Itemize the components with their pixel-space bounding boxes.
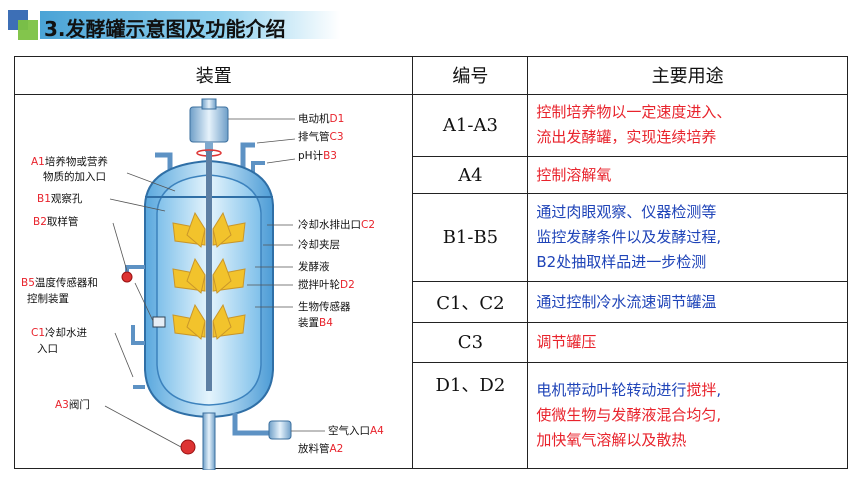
title-bar: 3.发酵罐示意图及功能介绍: [0, 8, 860, 42]
use-cell: 控制培养物以一定速度进入、流出发酵罐，实现连续培养: [527, 93, 848, 158]
use-cell: 控制溶解氧: [527, 156, 848, 194]
code-cell: A1-A3: [412, 93, 529, 158]
use-text: 控制培养物以一定速度进入、: [536, 103, 732, 122]
table-row: B1-B5 通过肉眼观察、仪器检测等监控发酵条件以及发酵过程, B2处抽取样品进一…: [15, 192, 848, 283]
page-title: 3.发酵罐示意图及功能介绍: [44, 17, 286, 41]
code-cell: C1、C2: [412, 281, 529, 323]
motor: [189, 106, 229, 143]
label-window-b1: B1观察孔: [37, 192, 83, 205]
use-line: 通过肉眼观察、仪器检测等: [536, 200, 847, 225]
use-cell: 电机带动叶轮转动进行搅拌, 使微生物与发酵液混合均匀, 加快氧气溶解以及散热: [527, 362, 848, 469]
table-row: A4 控制溶解氧: [15, 156, 848, 194]
label-ph-b3: pH计B3: [298, 149, 337, 162]
impeller-2: [172, 257, 246, 294]
label-motor-d1: 电动机D1: [298, 112, 345, 125]
use-text: 流出发酵罐，实现连续培养: [536, 128, 717, 147]
impeller-3: [172, 303, 246, 340]
use-text: 控制溶解氧: [536, 165, 612, 184]
label-temp-b5: B5温度传感器和: [21, 276, 98, 289]
table-row: C3 调节罐压: [15, 321, 848, 364]
label-inlet-c1: C1冷却水进: [31, 326, 88, 339]
function-table: 装置 编号 主要用途: [13, 56, 848, 470]
use-text: 使微生物与发酵液混合均匀,: [536, 406, 722, 425]
air-pump: [268, 420, 292, 440]
code-cell: D1、D2: [412, 362, 529, 469]
label-broth: 发酵液: [298, 260, 330, 273]
code-cell: B1-B5: [412, 192, 529, 283]
label-discharge-a2: 放料管A2: [298, 442, 344, 455]
use-text: 调节罐压: [536, 333, 597, 352]
use-text: 电机带动叶轮转动进行: [536, 381, 687, 400]
use-cell: 通过肉眼观察、仪器检测等监控发酵条件以及发酵过程, B2处抽取样品进一步检测: [527, 192, 848, 283]
use-text: 搅拌: [686, 381, 717, 400]
label-sample-b2: B2取样管: [33, 215, 79, 228]
use-cell: 通过控制冷水流速调节罐温: [527, 281, 848, 323]
header-code: 编号: [412, 56, 529, 95]
title-decoration-green: [18, 20, 38, 40]
label-temp-b5-line2: 控制装置: [27, 292, 69, 305]
use-text: 通过肉眼观察、仪器检测等: [536, 203, 717, 222]
label-outlet-c2: 冷却水排出口C2: [298, 218, 376, 231]
use-line: 使微生物与发酵液混合均匀,: [536, 403, 847, 428]
label-valve-a3: A3阀门: [55, 398, 90, 411]
use-line: 通过控制冷水流速调节罐温: [536, 290, 847, 315]
label-exhaust-c3: 排气管C3: [298, 130, 344, 143]
header-device: 装置: [13, 56, 414, 95]
table-row: 电动机D1 排气管C3 pH计B3 A1培养物或营养 物质的加入口 B1观察孔 …: [13, 93, 848, 470]
label-sensor-b4-line2: 装置B4: [298, 316, 333, 329]
use-text: B2处抽取样品进一步检测: [536, 253, 707, 272]
use-line: 监控发酵条件以及发酵过程,: [536, 225, 847, 250]
use-cell: 调节罐压: [527, 321, 848, 364]
table-header-row: 装置 编号 主要用途: [13, 56, 848, 95]
label-sensor-b4: 生物传感器: [298, 300, 351, 313]
use-line: 加快氧气溶解以及散热: [536, 428, 847, 453]
impeller-1: [172, 211, 246, 248]
label-jacket: 冷却夹层: [298, 238, 340, 251]
fermenter-diagram-cell: 电动机D1 排气管C3 pH计B3 A1培养物或营养 物质的加入口 B1观察孔 …: [13, 93, 414, 470]
table-row: C1、C2 通过控制冷水流速调节罐温: [15, 281, 848, 323]
use-line: 调节罐压: [536, 330, 847, 355]
use-text: 监控发酵条件以及发酵过程,: [536, 228, 722, 247]
label-inlet-c1-line2: 入口: [37, 342, 58, 355]
use-text: 加快氧气溶解以及散热: [536, 431, 687, 450]
header-use: 主要用途: [527, 56, 848, 95]
use-line: 控制培养物以一定速度进入、: [536, 100, 847, 125]
label-inlet-a1-line2: 物质的加入口: [43, 170, 106, 183]
use-text: 通过控制冷水流速调节罐温: [536, 292, 717, 311]
use-line: 控制溶解氧: [536, 163, 847, 188]
code-cell: C3: [412, 321, 529, 364]
use-line: 流出发酵罐，实现连续培养: [536, 125, 847, 150]
use-line: B2处抽取样品进一步检测: [536, 250, 847, 275]
label-inlet-a1: A1培养物或营养: [31, 155, 108, 168]
use-text: ,: [716, 381, 722, 400]
label-impeller-d2: 搅拌叶轮D2: [298, 278, 355, 291]
fermenter-diagram: [104, 98, 325, 470]
use-line: 电机带动叶轮转动进行搅拌,: [536, 378, 847, 403]
code-cell: A4: [412, 156, 529, 194]
title-background: [40, 11, 340, 39]
label-air-a4: 空气入口A4: [328, 424, 384, 437]
table-row: D1、D2 电机带动叶轮转动进行搅拌, 使微生物与发酵液混合均匀, 加快氧气溶解以及…: [15, 362, 848, 469]
